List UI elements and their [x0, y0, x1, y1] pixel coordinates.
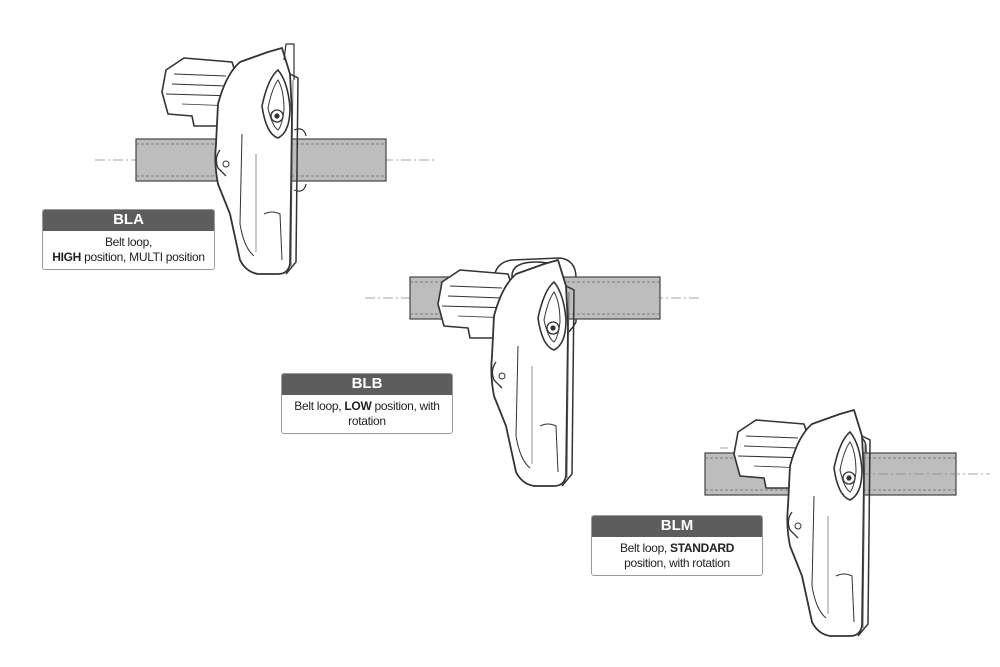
label-bla: BLA Belt loop, HIGH position, MULTI posi…: [42, 209, 215, 270]
holster-blb-illustration: [365, 257, 700, 487]
label-blb-description: Belt loop, LOW position, with rotation: [294, 399, 440, 428]
label-blb: BLB Belt loop, LOW position, with rotati…: [281, 373, 453, 434]
label-bla-description: Belt loop, HIGH position, MULTI position: [52, 235, 205, 264]
holster-bla-illustration: [95, 43, 435, 275]
label-blb-code: BLB: [282, 374, 452, 395]
label-blm: BLM Belt loop, STANDARD position, with r…: [591, 515, 763, 576]
label-blm-code: BLM: [592, 516, 762, 537]
label-bla-code: BLA: [43, 210, 214, 231]
label-blm-description: Belt loop, STANDARD position, with rotat…: [619, 541, 735, 570]
holster-blm-illustration: [704, 409, 990, 637]
